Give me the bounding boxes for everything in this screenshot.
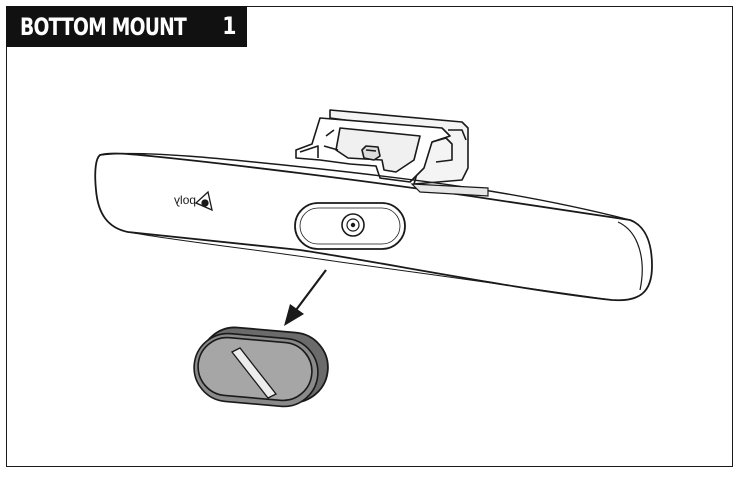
camera-window [294, 202, 406, 250]
bottom-mount-bracket [295, 109, 469, 185]
privacy-cover [193, 326, 329, 408]
svg-text:poly: poly [174, 193, 196, 207]
step-number: 1 [222, 12, 237, 40]
arrow-icon [284, 269, 327, 326]
step-header: BOTTOM MOUNT 1 [6, 6, 247, 47]
video-bar: poly [94, 152, 653, 302]
poly-logo: poly [174, 190, 213, 212]
camera-lens-icon [341, 213, 365, 237]
step-title: BOTTOM MOUNT [20, 12, 187, 41]
